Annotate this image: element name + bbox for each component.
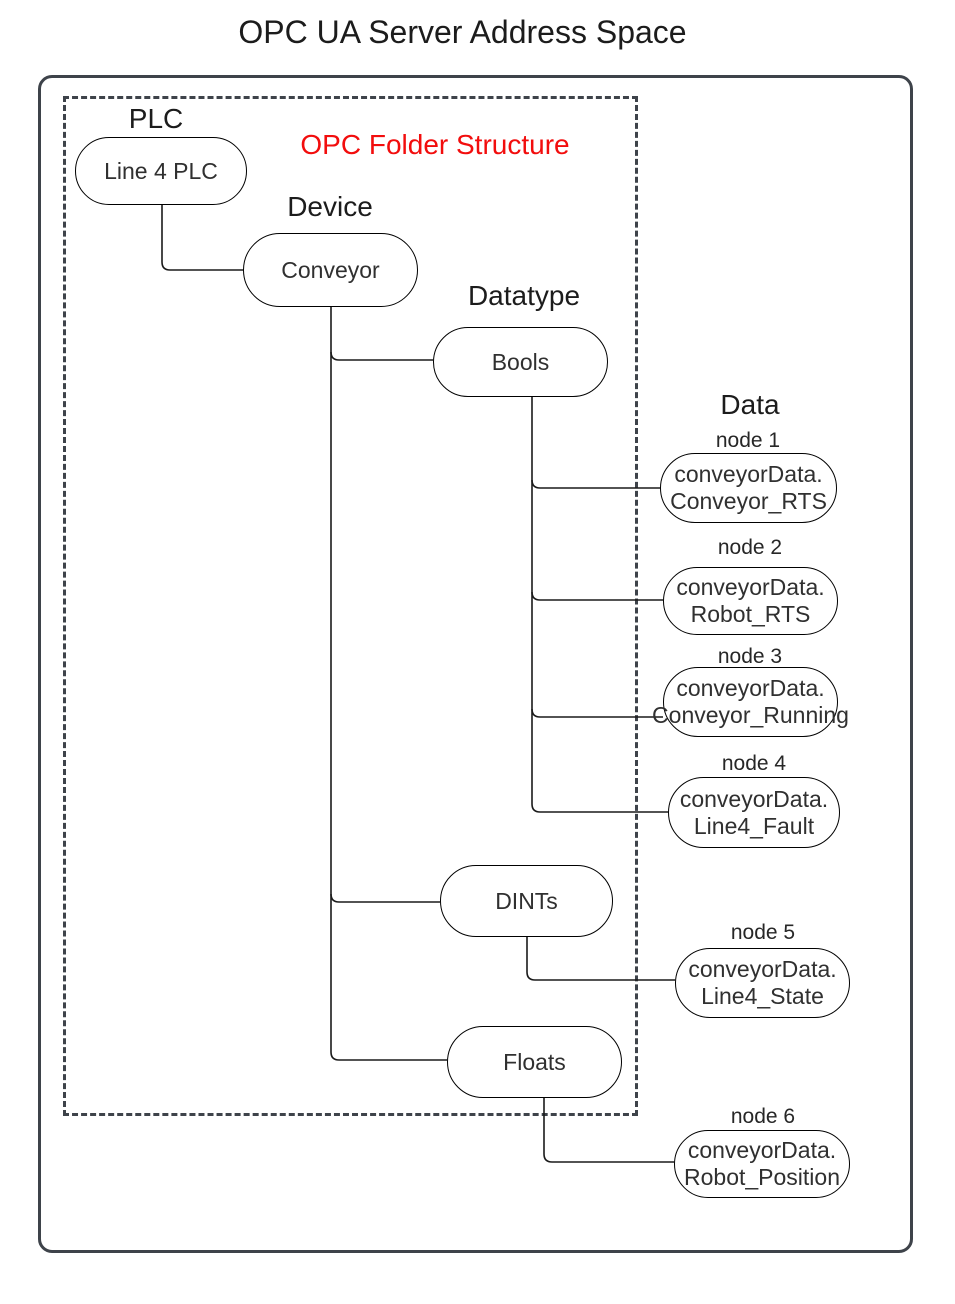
data-node4-line1: conveyorData. [679,785,829,812]
level-label-data: Data [720,389,780,420]
folder-node-dints-text: DINTs [495,887,558,914]
connector-bools-to-node2 [531,591,663,601]
data-node6-line1: conveyorData. [687,1137,837,1163]
folder-node-conveyor-text: Conveyor [281,256,380,283]
folder-node-bools-text: Bools [491,348,550,375]
connector-floats-to-node6 [543,1098,674,1163]
data-node5-label: node 5 [730,921,796,944]
page-title: OPC UA Server Address Space [238,14,687,50]
data-node2-line1: conveyorData. [676,574,825,600]
level-label-datatype: Datatype [467,280,581,311]
connector-conveyor-trunk [330,307,447,1061]
data-node1-line1: conveyorData. [674,461,823,487]
data-node3-line1: conveyorData. [676,675,825,701]
folder-node-bools: Bools [433,327,608,397]
data-node4-line2: Line4_Fault [693,812,815,839]
data-node1-line2: Conveyor_RTS [670,488,827,514]
folder-node-line4-plc-text: Line 4 PLC [104,157,218,184]
folder-structure-label: OPC Folder Structure [300,129,570,160]
folder-node-floats-text: Floats [503,1048,566,1075]
connector-plc-to-conveyor [161,205,243,271]
data-node4-label: node 4 [721,752,787,775]
data-node5-line1: conveyorData. [688,956,837,982]
data-node3-line2: Conveyor_Running [652,702,849,728]
data-node2-label: node 2 [717,536,783,559]
folder-node-line4-plc: Line 4 PLC [75,137,247,205]
connector-conveyor-to-bools [330,351,433,361]
data-node5-line2: Line4_State [701,983,824,1009]
connector-bools-trunk [531,397,668,813]
data-node6-bubble: conveyorData. Robot_Position [674,1130,850,1198]
opc-folder-structure-frame [63,96,638,1116]
data-node3-label: node 3 [717,645,783,668]
connector-bools-to-node1 [531,479,660,489]
data-node1-bubble: conveyorData. Conveyor_RTS [660,453,837,523]
data-node5-bubble: conveyorData. Line4_State [675,948,850,1018]
data-node6-line2: Robot_Position [684,1164,840,1190]
data-node1-label: node 1 [715,429,781,452]
level-label-plc: PLC [128,103,184,134]
data-node2-bubble: conveyorData. Robot_RTS [663,567,838,635]
folder-node-floats: Floats [447,1026,622,1098]
folder-node-conveyor: Conveyor [243,233,418,307]
connector-bools-to-node3 [531,708,663,718]
data-node2-line2: Robot_RTS [690,601,811,627]
connector-dints-to-node5 [526,937,675,981]
data-node4-bubble: conveyorData. Line4_Fault [668,777,840,848]
data-node6-label: node 6 [730,1105,796,1128]
address-space-frame [38,75,913,1253]
connector-conveyor-to-dints [330,893,440,903]
folder-node-dints: DINTs [440,865,613,937]
level-label-device: Device [287,191,373,222]
data-node3-bubble: conveyorData. Conveyor_Running [652,667,849,737]
